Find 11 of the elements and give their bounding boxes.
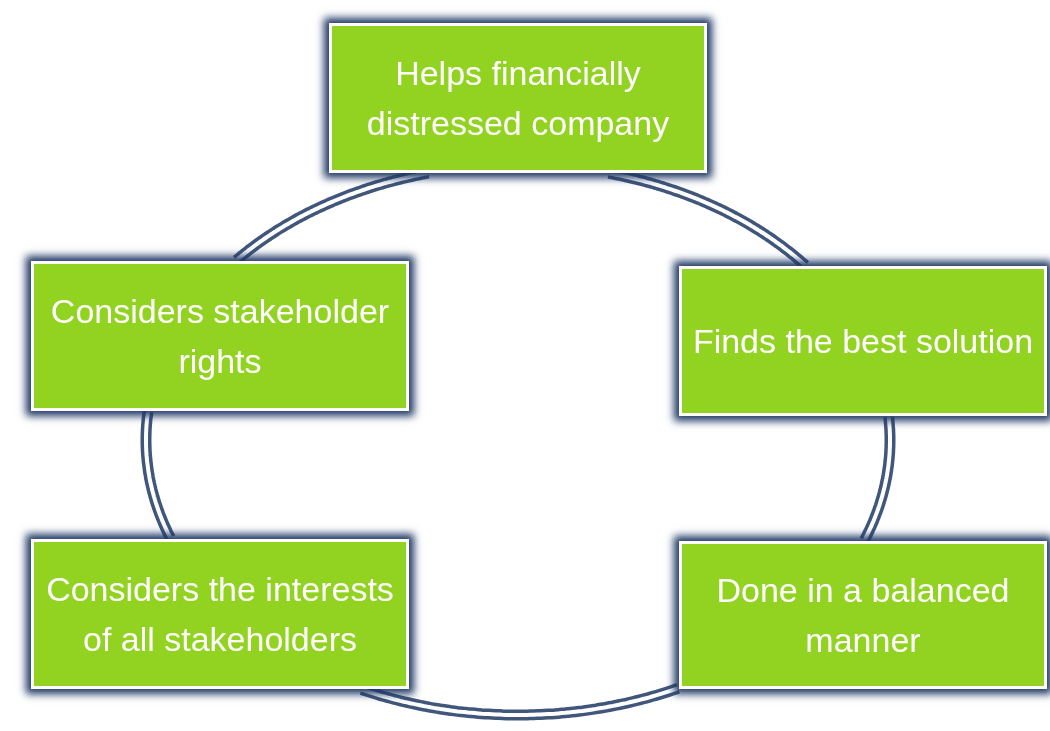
process-box [31,539,409,689]
process-box [679,266,1047,416]
process-box [329,23,707,173]
box-label: Helps financially distressed company [365,53,671,144]
box-label: Finds the best solution [692,321,1034,362]
box-label: Considers the interests of all stakeholders [45,569,395,660]
process-box [31,261,409,411]
box-label: Done in a balanced manner [715,570,1011,661]
box-label: Considers stakeholder rights [49,291,391,382]
process-box [679,541,1047,689]
ring-connector [359,683,681,721]
